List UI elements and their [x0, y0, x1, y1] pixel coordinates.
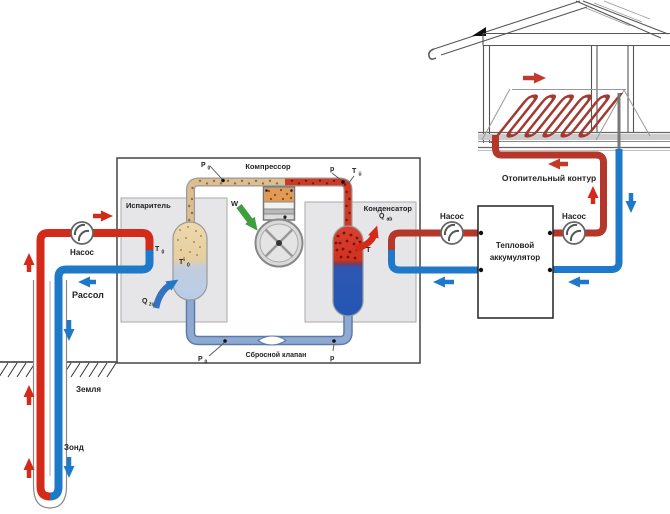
arrow-q-zu: [152, 279, 179, 309]
heat-accumulator-box: [477, 205, 554, 319]
symbol-w: W: [231, 199, 239, 208]
pump-condenser-side: [440, 221, 464, 245]
accumulator-label-line2: аккумулятор: [490, 253, 540, 262]
condenser-loop-cold: [388, 250, 480, 274]
symbol-p-bottom: p: [330, 355, 334, 362]
heating-circuit-label: Отопительный контур: [502, 173, 596, 183]
pump-brine: [70, 221, 94, 245]
compressor-label: Компрессор: [245, 162, 291, 171]
symbol-q-zu: Q: [142, 298, 148, 305]
symbol-p-top: p: [330, 166, 334, 173]
brine-hot-pipe: [36, 229, 154, 501]
heating-return-pipe: [551, 149, 623, 273]
pump-brine-label: Насос: [70, 248, 94, 257]
compressor-unit: [254, 186, 304, 268]
condenser-label: Конденсатор: [364, 204, 413, 213]
symbol-q-zu-sub: zu: [149, 302, 155, 308]
ground-label: Земля: [76, 385, 101, 394]
symbol-t0-prime: T': [179, 259, 185, 266]
symbol-p0-top: P: [201, 162, 206, 169]
symbol-t0-sub: 0: [162, 250, 165, 256]
expansion-valve-icon: [257, 335, 287, 346]
evaporator-vessel: [172, 221, 208, 301]
symbol-t0: T: [155, 246, 160, 253]
symbol-t-ue-sub: ü: [359, 172, 362, 178]
heating-circuit-pipes: [388, 135, 623, 274]
condenser-loop-hot: [388, 229, 480, 250]
brine-label: Рассол: [72, 290, 104, 300]
suction-vapor-pipe: [186, 177, 285, 226]
pump-left-label: Насос: [440, 212, 464, 221]
symbol-p0-bottom-sub: 0: [205, 360, 208, 366]
accumulator-label-line1: Тепловой: [496, 241, 534, 250]
labels: Испаритель Компрессор Конденсатор Сбросн…: [64, 162, 596, 452]
flow-arrows: [23, 72, 637, 478]
probe-label: Зонд: [64, 443, 84, 452]
brine-cold-pipe: [49, 250, 154, 501]
evaporator-label: Испаритель: [126, 201, 171, 210]
liquid-line: [185, 300, 353, 346]
condenser-vessel: [332, 225, 364, 317]
symbol-q-ab: Q: [379, 213, 385, 220]
symbol-t: T: [366, 245, 371, 254]
heating-supply-pipe: [492, 135, 607, 237]
accumulator-ports: [478, 230, 553, 273]
symbol-p0-top-sub: 0: [208, 166, 211, 172]
underfloor-heating-coil: [489, 93, 624, 151]
symbol-t0-prime-sub: 0: [187, 263, 190, 269]
roof-wall-joint: [472, 27, 486, 36]
symbol-t-ue: T: [352, 168, 357, 175]
pump-right-label: Насос: [562, 212, 586, 221]
symbol-p0-bottom: P: [198, 356, 203, 363]
relief-valve-label: Сбросной клапан: [246, 351, 307, 359]
symbol-q-ab-sub: ab: [387, 217, 393, 223]
measurement-points: [208, 165, 355, 357]
arrow-q-ab: [354, 225, 379, 253]
brine-circuit-pipes: [36, 229, 154, 501]
roof-gutter-icon: [428, 48, 437, 60]
hot-gas-pipe: [285, 177, 353, 226]
arrow-work-input: [236, 204, 258, 231]
pump-heating-side: [562, 221, 586, 245]
